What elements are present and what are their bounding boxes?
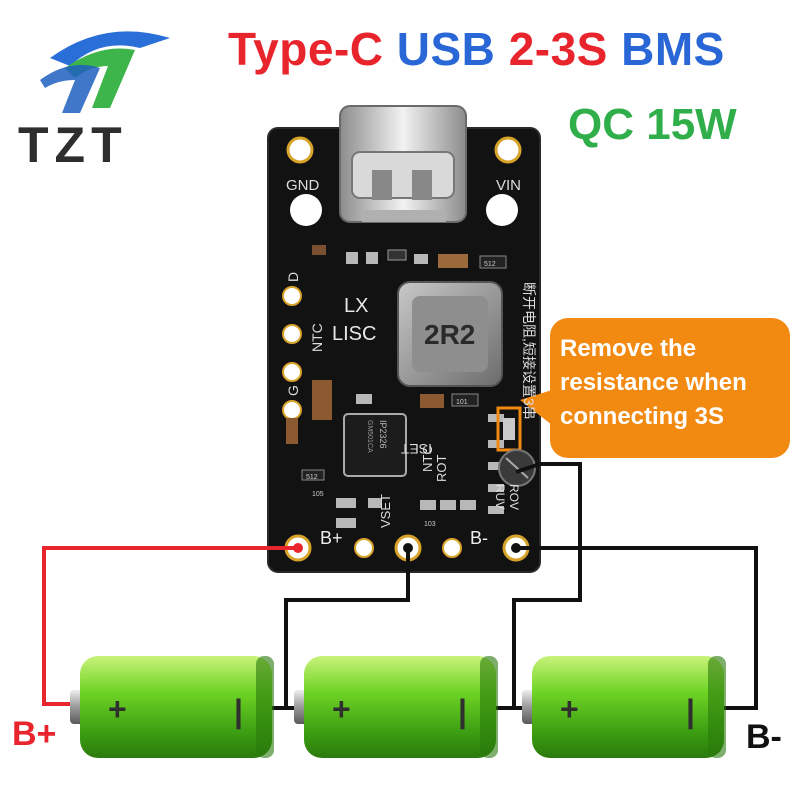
callout-note: Remove the resistance when connecting 3S (550, 318, 790, 458)
wire-b-plus (42, 546, 298, 706)
side-note-text: 断开电阻,短接设置3串 (521, 282, 537, 420)
mount-hole-left (290, 194, 322, 226)
label-gnd: GND (286, 177, 320, 194)
battery-3-plus: + (560, 691, 579, 727)
label-rot: ROT (434, 455, 449, 483)
battery-1-minus: | (234, 693, 243, 729)
label-vin: VIN (496, 177, 521, 194)
resistor-highlight-box (496, 406, 522, 452)
brand-name: TZT (18, 117, 128, 173)
smd-label-1: 512 (484, 261, 496, 268)
gnd-pad-hole (286, 136, 314, 164)
label-lx: LX (344, 295, 368, 317)
label-g: G (285, 385, 301, 396)
vin-pad-hole (494, 136, 522, 164)
battery-1-plus: + (108, 691, 127, 727)
chip-label-1: IP2326 (378, 420, 388, 449)
title-bms: BMS (621, 23, 725, 75)
terminal-b-plus: B+ (12, 715, 57, 753)
title-type-c: Type-C (228, 23, 384, 75)
smd-label-4: 103 (424, 521, 436, 528)
battery-2: + | (294, 656, 498, 758)
battery-1: + | (70, 656, 274, 758)
title-2-3s: 2-3S (508, 23, 608, 75)
ip2326-chip (343, 413, 407, 477)
terminal-b-minus: B- (746, 718, 782, 756)
product-subtitle: QC 15W (568, 100, 737, 149)
wire-b-minus (580, 546, 758, 710)
battery-3-minus: | (686, 693, 695, 729)
callout-line-3: connecting 3S (560, 403, 725, 430)
smd-label-3: 101 (456, 399, 468, 406)
callout-pointer (520, 390, 552, 425)
label-vset: VSET (378, 494, 393, 528)
pad-1 (354, 538, 374, 558)
battery-2-plus: + (332, 691, 351, 727)
tzt-logo-icon (40, 31, 170, 113)
chip-label-2: GM501CA (366, 420, 373, 453)
title-usb: USB (396, 23, 496, 75)
inductor-label: 2R2 (424, 319, 475, 350)
product-title: Type-C USB 2-3S BMS (228, 22, 725, 76)
battery-2-minus: | (458, 693, 467, 729)
label-ntc-2: NTC (420, 445, 435, 472)
label-rov: ROV (507, 484, 521, 510)
label-b-minus: B- (470, 528, 488, 548)
callout-line-2: resistance when (560, 369, 747, 396)
label-lisc: LISC (332, 323, 376, 345)
label-d: D (285, 272, 301, 282)
label-ntc: NTC (309, 323, 325, 352)
smd-label-2: 512 (306, 474, 318, 481)
pad-2 (442, 538, 462, 558)
callout-line-1: Remove the (560, 335, 697, 362)
wire-sense (515, 462, 582, 548)
label-iset: ISET (400, 441, 432, 457)
battery-3: + | (522, 656, 726, 758)
mount-hole-right (486, 194, 518, 226)
label-b-plus: B+ (320, 528, 343, 548)
smd-label-5: 105 (312, 491, 324, 498)
label-ruv: RUV (493, 484, 507, 509)
